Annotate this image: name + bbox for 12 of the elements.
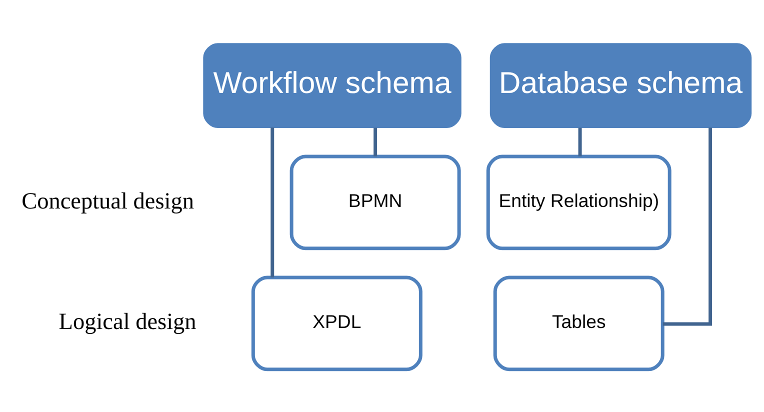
connector: [662, 127, 712, 326]
node-box: Entity Relationship): [486, 154, 672, 250]
connector: [270, 127, 274, 277]
node-box: Tables: [493, 275, 664, 371]
node-box: Workflow schema: [203, 42, 462, 128]
node-box: BPMN: [290, 154, 461, 250]
label: Logical design: [58, 308, 196, 335]
connector: [374, 127, 378, 156]
node-box: Database schema: [490, 42, 752, 128]
node-box: XPDL: [251, 275, 422, 371]
label: Conceptual design: [22, 188, 194, 214]
connector: [578, 127, 582, 156]
